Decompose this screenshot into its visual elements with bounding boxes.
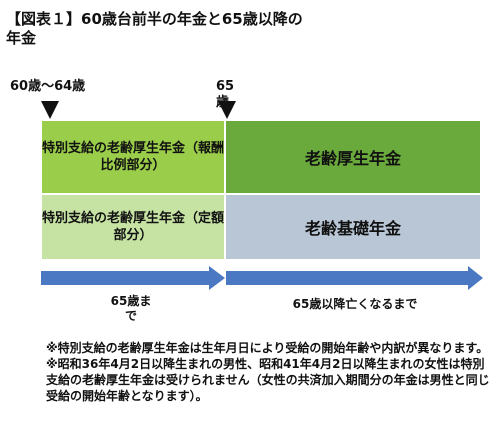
footnote-2: ※昭和36年4月2日以降生まれの男性、昭和41年4月2日以降生まれの女性は特別支… [46, 357, 490, 403]
age-marker-65-pointer-icon [218, 101, 236, 119]
basic-pension-label: 老齢基礎年金 [304, 219, 401, 238]
arrow-after-65-label: 65歳以降亡くなるまで [292, 297, 418, 311]
arrow-after-65-icon [226, 266, 483, 290]
basic-pension-block: 老齢基礎年金 [225, 194, 481, 260]
age-marker-60-pointer-icon [41, 101, 59, 119]
special-pension-proportional-block: 特別支給の老齢厚生年金（報酬比例部分） [41, 120, 225, 194]
age-marker-60-64-label: 60歳〜64歳 [10, 79, 86, 94]
arrow-until-65-icon [41, 266, 225, 290]
special-pension-fixed-block: 特別支給の老齢厚生年金（定額部分） [41, 194, 225, 260]
footnotes: ※特別支給の老齢厚生年金は生年月日により受給の開始年齢や内訳が異なります。 ※昭… [46, 340, 492, 404]
special-pension-proportional-label: 特別支給の老齢厚生年金（報酬比例部分） [42, 141, 225, 173]
page-title: 【図表１】60歳台前半の年金と65歳以降の年金 [6, 10, 303, 47]
old-age-pension-label: 老齢厚生年金 [304, 149, 401, 168]
arrow-until-65-label: 65歳まで [110, 294, 152, 323]
special-pension-fixed-label: 特別支給の老齢厚生年金（定額部分） [42, 211, 225, 243]
old-age-pension-block: 老齢厚生年金 [225, 120, 481, 194]
footnote-1: ※特別支給の老齢厚生年金は生年月日により受給の開始年齢や内訳が異なります。 [46, 341, 489, 355]
